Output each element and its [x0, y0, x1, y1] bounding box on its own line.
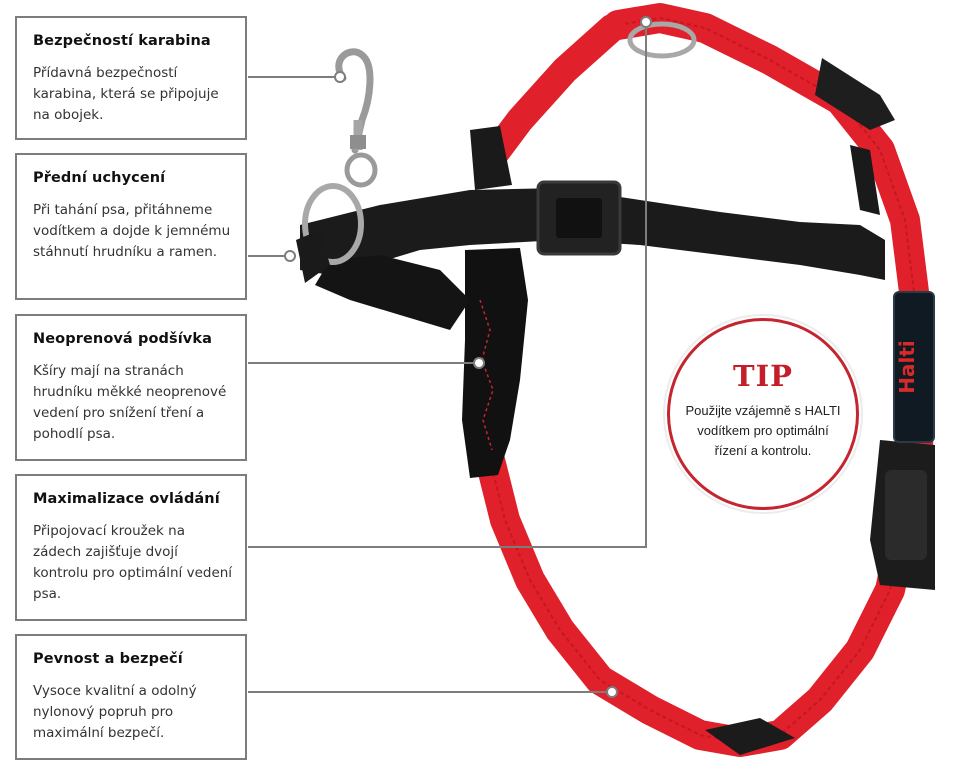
safety-carabiner — [335, 48, 378, 188]
back-attachment-ring — [627, 21, 697, 59]
callout-text: Přídavná bezpečností karabina, která se … — [33, 65, 219, 123]
callout-strength-safety: Pevnost a bezpečí Vysoce kvalitní a odol… — [15, 634, 247, 760]
callout-text: Kšíry mají na stranách hrudníku měkké ne… — [33, 363, 227, 442]
svg-text:Halti: Halti — [895, 340, 919, 394]
tip-badge: TIP Použijte vzájemně s HALTI vodítkem p… — [667, 318, 859, 510]
callout-title: Přední uchycení — [33, 170, 166, 186]
brand-label: Halti — [893, 291, 935, 443]
callout-text: Připojovací kroužek na zádech zajišťuje … — [33, 523, 233, 602]
callout-title: Maximalizace ovládání — [33, 491, 220, 507]
leader-lines — [248, 22, 647, 693]
callout-title: Bezpečností karabina — [33, 33, 211, 49]
leader-dots — [284, 16, 652, 698]
callout-text: Vysoce kvalitní a odolný nylonový popruh… — [33, 683, 197, 741]
callout-neoprene-lining: Neoprenová podšívka Kšíry mají na straná… — [15, 314, 247, 461]
callout-title: Pevnost a bezpečí — [33, 651, 183, 667]
front-attachment-ring — [302, 183, 364, 265]
tip-title: TIP — [733, 359, 793, 393]
shoulder-slider — [815, 58, 895, 130]
callout-title: Neoprenová podšívka — [33, 331, 212, 347]
callout-front-attachment: Přední uchycení Při tahání psa, přitáhne… — [15, 153, 247, 300]
bottom-slider — [705, 718, 795, 755]
tip-text: Použijte vzájemně s HALTI vodítkem pro o… — [685, 403, 841, 458]
callout-text: Při tahání psa, přitáhneme vodítkem a do… — [33, 202, 231, 260]
callout-maximize-control: Maximalizace ovládání Připojovací krouže… — [15, 474, 247, 621]
callout-safety-carabiner: Bezpečností karabina Přídavná bezpečnost… — [15, 16, 247, 140]
